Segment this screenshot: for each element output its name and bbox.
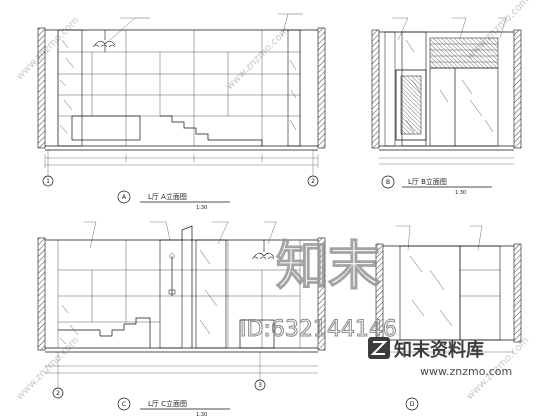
drawing-title: L厅 A立面图 bbox=[148, 192, 187, 201]
elevation-marker-icon bbox=[117, 190, 131, 204]
diagonal-watermark-text: www.znzmo.com bbox=[224, 25, 291, 92]
drawing-title: L厅 B立面图 bbox=[408, 177, 447, 186]
elevation-drawing-a: 1 2 A L厅 A立面图 1:30 bbox=[37, 13, 326, 211]
logo-mark-icon bbox=[368, 337, 390, 359]
elevation-marker-label: D bbox=[410, 401, 415, 408]
elevation-drawing-c: 2 3 C L厅 C立面图 1:30 bbox=[37, 221, 326, 418]
grid-axis-label: 1 bbox=[46, 178, 50, 185]
logo-text: 知末资料库 bbox=[394, 339, 484, 361]
elevation-marker-label: A bbox=[122, 194, 127, 201]
site-logo: 知末资料库 www.znzmo.com bbox=[368, 337, 512, 378]
elevation-marker-icon bbox=[117, 397, 131, 411]
drawing-title: L厅 C立面图 bbox=[148, 399, 187, 408]
grid-axis-marker bbox=[42, 175, 54, 187]
elevation-marker-label: C bbox=[122, 401, 126, 408]
grid-axis-label: 3 bbox=[258, 382, 262, 389]
diagonal-watermark-text: www.znzmo.com bbox=[14, 15, 81, 82]
chandelier-icon bbox=[251, 240, 275, 260]
elevation-marker-icon bbox=[381, 175, 395, 189]
drawing-scale: 1:30 bbox=[455, 190, 466, 196]
drawing-scale: 1:30 bbox=[196, 412, 207, 418]
drawing-scale: 1:30 bbox=[196, 205, 207, 211]
logo-url: www.znzmo.com bbox=[420, 365, 512, 378]
chandelier-icon bbox=[92, 30, 116, 52]
watermark: 知末 ID:632144146 bbox=[240, 236, 398, 342]
diagonal-watermark-text: www.znzmo.com bbox=[14, 335, 81, 402]
elevation-drawing-d: D bbox=[375, 225, 522, 411]
grid-axis-label: 2 bbox=[311, 178, 315, 185]
elevation-marker-label: B bbox=[386, 179, 390, 186]
grid-axis-marker bbox=[307, 175, 319, 187]
elevation-marker-icon bbox=[405, 397, 419, 411]
watermark-big-text: 知末 bbox=[276, 237, 380, 297]
grid-axis-marker bbox=[52, 387, 64, 399]
grid-axis-label: 2 bbox=[56, 390, 60, 397]
grid-axis-marker bbox=[254, 379, 266, 391]
elevation-drawing-b: B L厅 B立面图 1:30 bbox=[371, 17, 522, 196]
